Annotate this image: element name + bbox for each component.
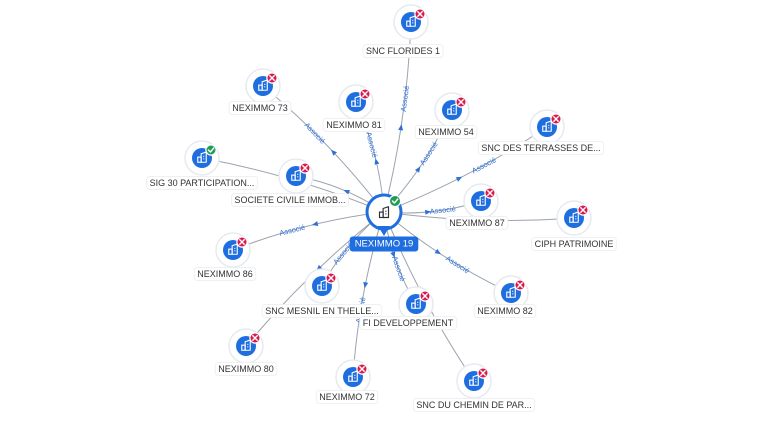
entity-node-label-bg	[193, 267, 257, 281]
edge-arrow	[424, 209, 432, 215]
closed-status-badge	[414, 8, 426, 20]
entity-node-label-bg	[261, 304, 383, 318]
closed-status-badge	[359, 88, 371, 100]
building-icon	[447, 103, 457, 115]
entity-node-label: FI DEVELOPPEMENT	[363, 318, 454, 328]
edge-arrow	[414, 166, 421, 173]
edge-label: Associé	[470, 155, 497, 175]
closed-status-badge	[236, 236, 248, 248]
entity-node-label: NEXIMMO 87	[449, 218, 505, 228]
entity-node-label: NEXIMMO 86	[197, 269, 253, 279]
entity-node-label: SNC MESNIL EN THELLE...	[265, 306, 379, 316]
entity-node-label: NEXIMMO 81	[326, 120, 382, 130]
edge-arrow	[363, 281, 369, 289]
entity-node[interactable]: SNC MESNIL EN THELLE...	[261, 268, 383, 318]
edge-arrow	[331, 149, 338, 156]
entity-node-label: CIPH PATRIMOINE	[535, 239, 614, 249]
edge-arrow	[455, 176, 463, 182]
entity-node-label: NEXIMMO 80	[218, 364, 274, 374]
entity-node[interactable]: SNC DU CHEMIN DE PAR...	[412, 363, 536, 412]
closed-status-badge	[249, 332, 261, 344]
nodes-layer: SNC FLORIDES 1 NEXIMMO 73 NEXIMMO 81 NEXIMM…	[146, 4, 617, 412]
entity-node-label-bg	[214, 362, 278, 376]
closed-status-badge	[477, 367, 489, 379]
entity-node[interactable]: FI DEVELOPPEMENT	[359, 286, 458, 330]
edge-arrow	[343, 190, 350, 195]
edge-arrow	[311, 221, 319, 226]
building-icon	[378, 206, 390, 219]
closed-status-badge	[266, 72, 278, 84]
entity-node[interactable]: NEXIMMO 73	[228, 68, 292, 115]
active-status-badge	[388, 194, 402, 208]
closed-status-badge	[577, 204, 589, 216]
entity-node-label: SOCIETE CIVILE IMMOB...	[234, 195, 345, 205]
closed-status-badge	[356, 363, 368, 375]
entity-node-label-bg	[531, 237, 617, 251]
entity-node[interactable]: SIG 30 PARTICIPATION...	[146, 140, 258, 190]
entity-node-label-bg	[414, 125, 478, 139]
entity-node[interactable]: NEXIMMO 87	[445, 183, 509, 230]
entity-node[interactable]: NEXIMMO 72	[315, 359, 379, 404]
entity-node-label-bg	[473, 304, 537, 318]
edge-label: Associé	[429, 204, 456, 216]
closed-status-badge	[419, 290, 431, 302]
active-status-badge	[205, 144, 217, 156]
entity-node-label: NEXIMMO 54	[418, 127, 474, 137]
edge-arrow	[434, 248, 442, 255]
closed-status-badge	[299, 162, 311, 174]
entity-node[interactable]: NEXIMMO 54	[414, 92, 478, 139]
edge-label: Associé	[444, 254, 471, 276]
closed-status-badge	[325, 272, 337, 284]
entity-node-label-bg	[359, 316, 458, 330]
entity-node-label: NEXIMMO 82	[477, 306, 533, 316]
entity-node[interactable]: NEXIMMO 81	[322, 84, 386, 132]
entity-node[interactable]: SNC FLORIDES 1	[362, 4, 444, 58]
entity-node-label-bg	[146, 176, 258, 190]
entity-node-label-bg	[477, 141, 605, 155]
closed-status-badge	[550, 113, 562, 125]
edge-label: Associé	[418, 140, 440, 167]
center-node-label-bg	[349, 236, 419, 252]
edge-label: Associé	[399, 85, 412, 112]
entity-node[interactable]: NEXIMMO 80	[214, 328, 278, 376]
closed-status-badge	[484, 187, 496, 199]
entity-node[interactable]: NEXIMMO 82	[473, 275, 537, 318]
closed-status-badge	[455, 96, 467, 108]
entity-node-label: SNC FLORIDES 1	[366, 46, 440, 56]
center-node-label: NEXIMMO 19	[355, 239, 414, 250]
entity-node-label-bg	[362, 44, 444, 58]
entity-node-label: SNC DU CHEMIN DE PAR...	[416, 400, 531, 410]
entity-node-label: SIG 30 PARTICIPATION...	[150, 178, 255, 188]
edge-arrow	[374, 158, 380, 165]
edge-label: Associé	[278, 223, 306, 238]
entity-node-label-bg	[230, 193, 350, 207]
entity-node-label-bg	[228, 101, 292, 115]
entity-node-label: NEXIMMO 73	[232, 103, 288, 113]
closed-status-badge	[514, 279, 526, 291]
entity-node-label: NEXIMMO 72	[319, 392, 375, 402]
entity-node[interactable]: SOCIETE CIVILE IMMOB...	[230, 158, 350, 207]
center-node[interactable]: NEXIMMO 19	[349, 193, 419, 252]
edge-line	[383, 126, 548, 213]
entity-node[interactable]: CIPH PATRIMOINE	[531, 200, 617, 251]
edge-arrow	[390, 251, 396, 258]
entity-node-label: SNC DES TERRASSES DE...	[481, 143, 600, 153]
center-node-pointer	[378, 226, 390, 236]
entity-node[interactable]: SNC DES TERRASSES DE...	[477, 109, 605, 155]
entity-node-label-bg	[445, 216, 509, 230]
edge-arrow	[398, 124, 404, 131]
edge-line	[352, 211, 385, 378]
entity-node-label-bg	[322, 118, 386, 132]
edge-label: Associé	[364, 131, 379, 159]
entity-node[interactable]: NEXIMMO 86	[193, 232, 257, 281]
center-node-body	[371, 199, 397, 225]
entity-node-label-bg	[315, 390, 379, 404]
edge-line	[262, 85, 385, 213]
entity-node-label-bg	[412, 398, 536, 412]
